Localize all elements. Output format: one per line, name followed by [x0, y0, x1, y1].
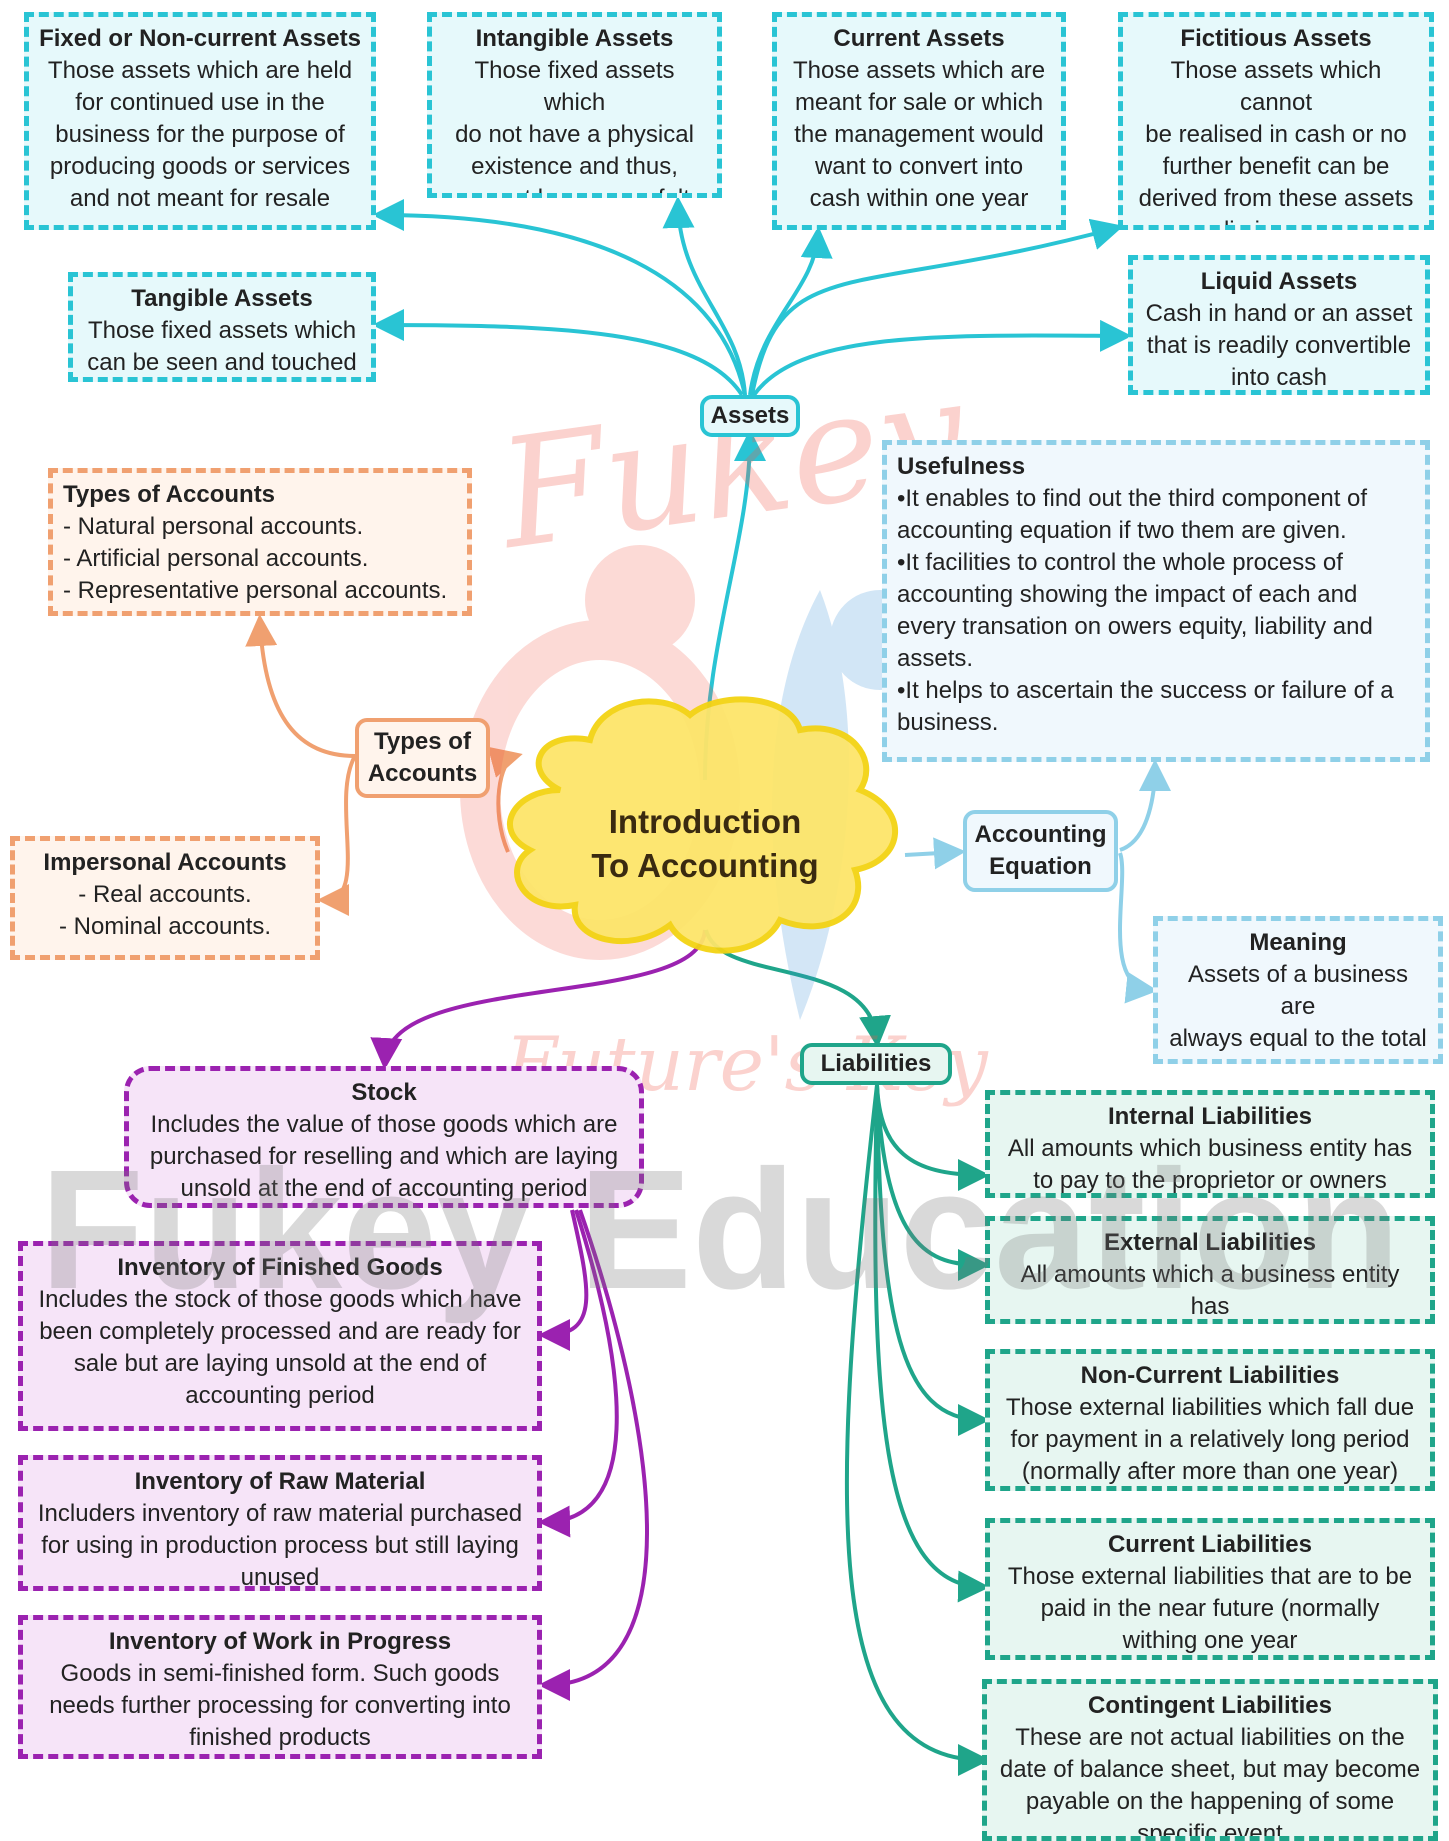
- node-assets-label: Assets: [710, 402, 790, 429]
- node-equation-line2: Equation: [989, 853, 1092, 880]
- box-intangible-assets: Intangible Assets Those fixed assets whi…: [427, 12, 722, 198]
- center-title[interactable]: Introduction To Accounting: [560, 800, 850, 888]
- center-title-line2: To Accounting: [591, 847, 819, 884]
- box-inventory-work-in-progress: Inventory of Work in Progress Goods in s…: [18, 1615, 542, 1759]
- impersonal-accounts-title: Impersonal Accounts: [43, 849, 287, 876]
- box-internal-liabilities: Internal Liabilities All amounts which b…: [985, 1090, 1435, 1198]
- impersonal-item-2: - Nominal accounts.: [58, 913, 272, 940]
- node-assets[interactable]: Assets: [700, 395, 800, 437]
- watermark-figure-head: [585, 545, 695, 655]
- edge-equation-meaning: [1118, 852, 1158, 1004]
- raw-material-title: Inventory of Raw Material: [134, 1468, 426, 1495]
- box-current-assets: Current Assets Those assets which are me…: [772, 12, 1066, 230]
- impersonal-item-1: - Real accounts.: [78, 881, 252, 908]
- stock-title: Stock: [351, 1079, 417, 1106]
- edge-center-equation: [904, 837, 966, 870]
- node-equation-line1: Accounting: [974, 821, 1107, 848]
- center-title-line1: Introduction: [608, 803, 802, 840]
- fixed-assets-text: Those assets which are held for continue…: [47, 57, 353, 212]
- node-types-line2: Accounts: [367, 760, 478, 787]
- finished-goods-title: Inventory of Finished Goods: [117, 1254, 443, 1281]
- edge-equation-usefulness: [1119, 759, 1171, 852]
- current-liabilities-title: Current Liabilities: [1107, 1531, 1313, 1558]
- types-item-1: - Natural personal accounts.: [63, 513, 364, 540]
- edge-assets-liquid: [752, 319, 1132, 397]
- usefulness-text: •It enables to find out the third compon…: [897, 485, 1394, 736]
- box-liquid-assets: Liquid Assets Cash in hand or an asset t…: [1128, 255, 1430, 395]
- meaning-title: Meaning: [1249, 929, 1347, 956]
- box-fictitious-assets: Fictitious Assets Those assets which can…: [1118, 12, 1434, 230]
- fictitious-assets-text: Those assets which cannot be realised in…: [1136, 57, 1416, 225]
- external-liabilities-title: External Liabilities: [1103, 1229, 1317, 1256]
- types-item-3: - Representative personal accounts.: [63, 577, 448, 604]
- intangible-assets-title: Intangible Assets: [475, 25, 674, 52]
- node-types-line1: Types of: [374, 728, 471, 755]
- edge-center-types: [487, 746, 523, 853]
- stock-text: Includes the value of those goods which …: [149, 1111, 619, 1202]
- types-item-2: - Artificial personal accounts.: [63, 545, 369, 572]
- box-meaning: Meaning Assets of a business are always …: [1153, 916, 1443, 1064]
- node-liabilities-label: Liabilities: [820, 1050, 932, 1077]
- box-contingent-liabilities: Contingent Liabilities These are not act…: [982, 1679, 1438, 1841]
- current-assets-title: Current Assets: [833, 25, 1005, 52]
- current-assets-text: Those assets which are meant for sale or…: [792, 57, 1046, 212]
- finished-goods-text: Includes the stock of those goods which …: [38, 1286, 522, 1409]
- contingent-liabilities-title: Contingent Liabilities: [1088, 1692, 1332, 1719]
- wip-text: Goods in semi-finished form. Such goods …: [49, 1660, 511, 1751]
- noncurrent-liabilities-text: Those external liabilities which fall du…: [1005, 1394, 1415, 1485]
- liquid-assets-text: Cash in hand or an asset that is readily…: [1145, 300, 1413, 391]
- edge-liab-noncurrent: [875, 1084, 990, 1436]
- noncurrent-liabilities-title: Non-Current Liabilities: [1080, 1362, 1340, 1389]
- node-liabilities[interactable]: Liabilities: [800, 1043, 952, 1085]
- current-liabilities-text: Those external liabilities that are to b…: [1007, 1563, 1413, 1654]
- edge-assets-tangible: [372, 309, 744, 397]
- box-types-of-accounts: Types of Accounts - Natural personal acc…: [48, 468, 472, 616]
- tangible-assets-text: Those fixed assets which can be seen and…: [87, 317, 357, 376]
- edge-types-list: [245, 614, 356, 758]
- edge-stock-wip: [538, 1209, 649, 1701]
- node-accounting-equation[interactable]: Accounting Equation: [963, 810, 1118, 892]
- box-inventory-finished-goods: Inventory of Finished Goods Includes the…: [18, 1241, 542, 1431]
- box-impersonal-accounts: Impersonal Accounts - Real accounts. - N…: [10, 836, 320, 960]
- edge-types-impersonal: [317, 755, 357, 916]
- box-stock: Stock Includes the value of those goods …: [124, 1066, 644, 1208]
- edge-liab-contingent: [844, 1084, 990, 1776]
- liquid-assets-title: Liquid Assets: [1200, 268, 1358, 295]
- edge-assets-current: [748, 226, 833, 396]
- edge-liab-current: [873, 1084, 990, 1603]
- box-tangible-assets: Tangible Assets Those fixed assets which…: [68, 272, 376, 382]
- usefulness-title: Usefulness: [897, 453, 1026, 480]
- tangible-assets-title: Tangible Assets: [131, 285, 313, 312]
- edge-assets-fictitious: [750, 218, 1124, 396]
- edge-assets-fixed: [372, 199, 747, 396]
- edge-center-stock: [370, 929, 707, 1070]
- types-of-accounts-title: Types of Accounts: [63, 481, 276, 508]
- internal-liabilities-text: All amounts which business entity has to…: [1007, 1135, 1413, 1194]
- fictitious-assets-title: Fictitious Assets: [1180, 25, 1372, 52]
- edge-stock-raw: [538, 1209, 619, 1538]
- box-external-liabilities: External Liabilities All amounts which a…: [985, 1216, 1435, 1324]
- box-usefulness: Usefulness •It enables to find out the t…: [882, 440, 1430, 762]
- contingent-liabilities-text: These are not actual liabilities on the …: [999, 1724, 1421, 1841]
- meaning-text: Assets of a business are always equal to…: [1169, 961, 1427, 1059]
- box-inventory-raw-material: Inventory of Raw Material Includers inve…: [18, 1455, 542, 1591]
- external-liabilities-text: All amounts which a business entity has …: [1020, 1261, 1400, 1320]
- box-noncurrent-liabilities: Non-Current Liabilities Those external l…: [985, 1349, 1435, 1491]
- internal-liabilities-title: Internal Liabilities: [1107, 1103, 1313, 1130]
- box-fixed-assets: Fixed or Non-current Assets Those assets…: [24, 12, 376, 230]
- node-types-of-accounts[interactable]: Types of Accounts: [355, 718, 490, 798]
- raw-material-text: Includers inventory of raw material purc…: [37, 1500, 523, 1591]
- box-current-liabilities: Current Liabilities Those external liabi…: [985, 1518, 1435, 1660]
- edge-assets-intangible: [662, 196, 747, 396]
- fixed-assets-title: Fixed or Non-current Assets: [39, 25, 361, 52]
- edge-stock-finished: [538, 1209, 589, 1351]
- intangible-assets-text: Those fixed assets which do not have a p…: [455, 57, 694, 193]
- edge-liab-external: [875, 1084, 990, 1281]
- wip-title: Inventory of Work in Progress: [108, 1628, 452, 1655]
